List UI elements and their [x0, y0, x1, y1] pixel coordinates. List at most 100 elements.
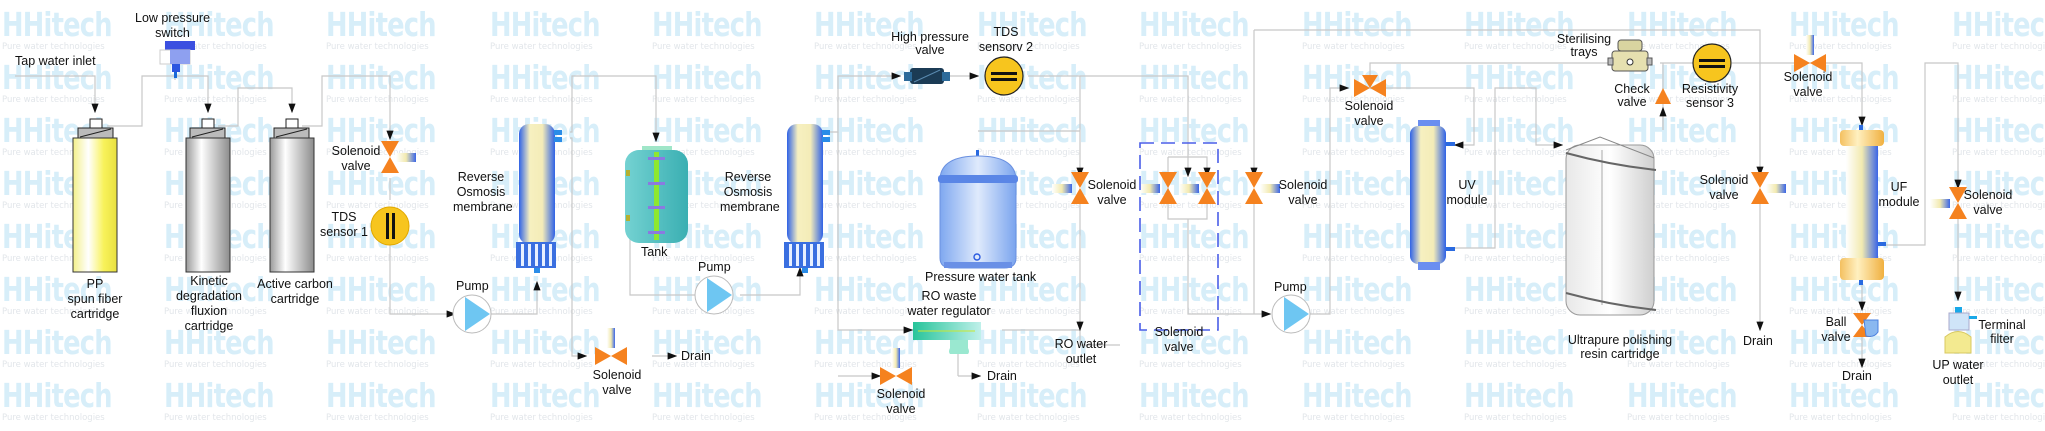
pump-2-label: Pump	[698, 260, 731, 274]
kdf-cartridge-icon[interactable]	[185, 118, 231, 273]
uf-module-icon[interactable]	[1840, 125, 1886, 285]
solenoid-valve-7-label: Solenoid valve	[1781, 70, 1835, 100]
label-line: spun fiber	[67, 292, 123, 306]
resistivity-sensor-3-icon[interactable]	[1692, 43, 1732, 83]
high-pressure-valve-label: High pressure valve	[888, 31, 972, 57]
label-line: cartridge	[184, 319, 234, 333]
check-valve-icon[interactable]	[1655, 88, 1671, 104]
label-line: Reverse	[724, 170, 772, 184]
label-line: UV	[1458, 178, 1476, 192]
tank-icon[interactable]	[625, 146, 688, 243]
label-line: Terminal	[1978, 318, 2026, 332]
label-line: Ultrapure polishing	[1567, 333, 1673, 347]
low-pressure-switch-label: Low pressure switch	[135, 11, 210, 41]
label-line: Solenoid	[876, 387, 926, 401]
label-line: Kinetic	[190, 274, 228, 288]
tap-water-inlet-label: Tap water inlet	[15, 54, 96, 68]
tds-sensor-1-icon[interactable]	[370, 206, 410, 246]
label-line: valve	[1097, 193, 1127, 207]
label-line: Solenoid	[331, 144, 381, 158]
solenoid-valve-4-icon[interactable]	[1052, 172, 1089, 204]
label-line: valve	[602, 383, 632, 397]
ball-valve-label: Ball valve	[1818, 315, 1854, 345]
label-line: water regulator	[907, 304, 991, 318]
pressure-water-tank-icon[interactable]	[938, 150, 1018, 269]
label-line: valve	[1354, 114, 1384, 128]
solenoid-valve-1-icon[interactable]	[381, 141, 416, 173]
label-line: switch	[155, 26, 190, 40]
valve-actuator	[396, 153, 416, 162]
ro-membrane-1-label: Reverse Osmosis membrane	[453, 170, 513, 215]
solenoid-valve-6-label: Solenoid valve	[1342, 99, 1396, 129]
drain-2-label: Drain	[987, 369, 1017, 383]
label-line: trays	[1570, 45, 1598, 59]
label-line: Solenoid	[1278, 178, 1328, 192]
tds-sensor-2-label: TDS sensorv 2	[976, 25, 1036, 55]
label-line: Check	[1614, 82, 1650, 96]
ro-waste-regulator-icon[interactable]	[913, 322, 981, 354]
high-pressure-valve-icon[interactable]	[904, 68, 950, 84]
resin-cartridge-label: Ultrapure polishing resin cartridge	[1558, 333, 1682, 361]
solenoid-valve-group-b-icon[interactable]	[1179, 172, 1216, 204]
carbon-cartridge-icon[interactable]	[269, 118, 315, 273]
solenoid-valve-2-icon[interactable]	[595, 328, 627, 365]
resin-cartridge-icon[interactable]	[1565, 136, 1657, 316]
solenoid-valve-5-label: Solenoid valve	[1276, 178, 1330, 208]
solenoid-valve-9-icon[interactable]	[1930, 187, 1967, 219]
label-line: resin cartridge	[1580, 347, 1660, 361]
label-line: PP	[86, 277, 104, 291]
label-line: valve	[1617, 95, 1647, 109]
check-valve-label: Check valve	[1612, 83, 1652, 109]
ro-membrane-2-icon[interactable]	[784, 124, 830, 273]
pump-1-icon[interactable]	[452, 294, 492, 334]
pump-3-label: Pump	[1274, 280, 1307, 294]
label-line: outlet	[1065, 352, 1097, 366]
label-line: Low pressure	[135, 11, 211, 25]
valve-actuator	[1806, 35, 1814, 55]
label-line: sensor 1	[320, 225, 368, 239]
solenoid-valve-7-icon[interactable]	[1794, 35, 1826, 72]
sterilising-trays-icon[interactable]	[1607, 39, 1653, 72]
pump-3-icon[interactable]	[1271, 294, 1311, 334]
solenoid-valve-group-a-icon[interactable]	[1140, 172, 1177, 204]
label-line: RO water	[1054, 337, 1108, 351]
label-line: Active carbon	[257, 277, 333, 291]
solenoid-valve-8-icon[interactable]	[1751, 172, 1786, 204]
label-line: membrane	[453, 200, 513, 214]
ball-valve-icon[interactable]	[1853, 313, 1879, 337]
solenoid-valve-9-label: Solenoid valve	[1961, 188, 2015, 218]
valves-layer	[381, 35, 1967, 385]
label-line: fluxion	[190, 304, 228, 318]
label-line: UF	[1890, 180, 1908, 194]
pipes	[15, 29, 1962, 380]
kdf-cartridge-label: Kinetic degradation fluxion cartridge	[173, 274, 245, 334]
valve-actuator	[1260, 184, 1280, 193]
label-line: cartridge	[70, 307, 120, 321]
pump-2-icon[interactable]	[694, 275, 734, 315]
label-line: sensor 3	[1686, 96, 1734, 110]
low-pressure-switch-icon[interactable]	[159, 41, 195, 78]
valve-actuator	[1766, 184, 1786, 193]
label-line: valve	[1288, 193, 1318, 207]
tds-sensor-2-icon[interactable]	[984, 56, 1024, 96]
pp-cartridge-label: PP spun fiber cartridge	[64, 277, 126, 322]
solenoid-valve-group-outline	[1139, 142, 1219, 331]
label-line: valve	[1821, 330, 1851, 344]
ro-membrane-1-icon[interactable]	[516, 124, 562, 273]
uv-module-label: UV module	[1444, 178, 1490, 208]
label-line: UP water	[1932, 358, 1984, 372]
label-line: Solenoid	[592, 368, 642, 382]
solenoid-valve-6-icon[interactable]	[1354, 75, 1386, 97]
tds-sensor-1-label: TDS sensor 1	[318, 210, 370, 240]
solenoid-valve-3-icon[interactable]	[880, 348, 912, 385]
terminal-filter-icon[interactable]	[1944, 307, 1977, 354]
uv-module-icon[interactable]	[1410, 120, 1455, 270]
label-line: Solenoid	[1344, 99, 1394, 113]
label-line: Solenoid	[1087, 178, 1137, 192]
pp-cartridge-icon[interactable]	[72, 118, 118, 273]
uf-module-label: UF module	[1876, 180, 1922, 210]
ro-water-outlet-label: RO water outlet	[1052, 337, 1110, 367]
solenoid-valve-5-icon[interactable]	[1245, 172, 1280, 204]
solenoid-valve-3-label: Solenoid valve	[874, 387, 928, 417]
